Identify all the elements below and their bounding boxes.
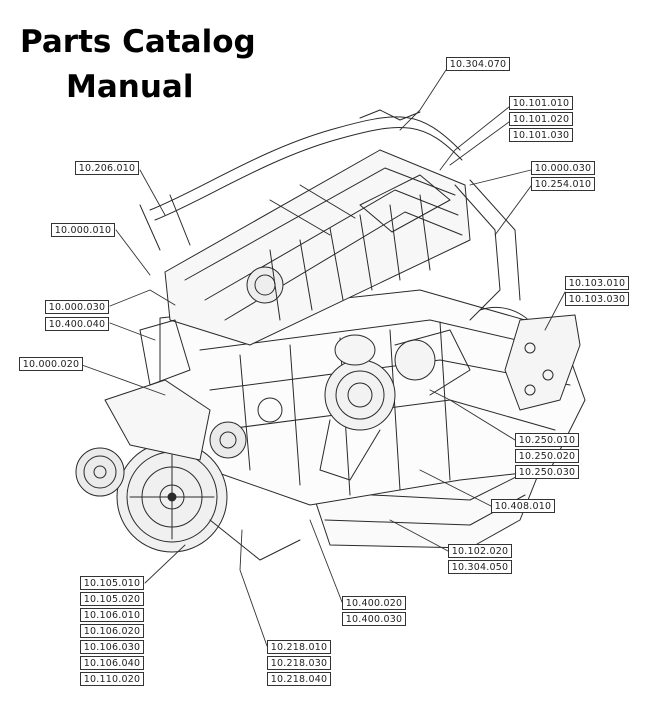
engine-mount bbox=[504, 314, 581, 411]
part-number-label[interactable]: 10.000.030 bbox=[45, 300, 109, 314]
callout-group-206: 10.206.010 bbox=[75, 161, 139, 175]
part-number-label[interactable]: 10.101.010 bbox=[509, 96, 573, 110]
part-number-label[interactable]: 10.106.010 bbox=[80, 608, 144, 622]
part-number-label[interactable]: 10.000.020 bbox=[19, 357, 83, 371]
part-number-label[interactable]: 10.110.020 bbox=[80, 672, 144, 686]
part-number-label[interactable]: 10.103.030 bbox=[565, 292, 629, 306]
part-number-label[interactable]: 10.254.010 bbox=[531, 177, 595, 191]
callout-group-000-020: 10.000.020 bbox=[19, 357, 83, 371]
part-number-label[interactable]: 10.250.030 bbox=[515, 465, 579, 479]
part-number-label[interactable]: 10.000.010 bbox=[51, 223, 115, 237]
part-number-label[interactable]: 10.106.040 bbox=[80, 656, 144, 670]
part-number-label[interactable]: 10.105.020 bbox=[80, 592, 144, 606]
callout-group-000-400: 10.000.030 10.400.040 bbox=[45, 300, 109, 331]
callout-group-408: 10.408.010 bbox=[491, 499, 555, 513]
part-number-label[interactable]: 10.304.070 bbox=[446, 57, 510, 71]
part-number-label[interactable]: 10.218.010 bbox=[267, 640, 331, 654]
turbocharger bbox=[319, 329, 471, 481]
catalog-title-line2: Manual bbox=[66, 69, 194, 105]
part-number-label[interactable]: 10.400.040 bbox=[45, 317, 109, 331]
part-number-label[interactable]: 10.103.010 bbox=[565, 276, 629, 290]
callout-group-000-010: 10.000.010 bbox=[51, 223, 115, 237]
part-number-label[interactable]: 10.400.030 bbox=[342, 612, 406, 626]
wiring-harness bbox=[139, 109, 463, 321]
callout-group-102-304: 10.102.020 10.304.050 bbox=[448, 544, 512, 574]
callout-group-000-254: 10.000.030 10.254.010 bbox=[531, 161, 595, 191]
part-number-label[interactable]: 10.206.010 bbox=[75, 161, 139, 175]
part-number-label[interactable]: 10.218.040 bbox=[267, 672, 331, 686]
part-number-label[interactable]: 10.218.030 bbox=[267, 656, 331, 670]
front-cover bbox=[104, 319, 301, 561]
callout-group-304: 10.304.070 bbox=[446, 57, 510, 71]
part-number-label[interactable]: 10.101.030 bbox=[509, 128, 573, 142]
part-number-label[interactable]: 10.408.010 bbox=[491, 499, 555, 513]
fan-hub bbox=[75, 447, 125, 497]
part-number-label[interactable]: 10.105.010 bbox=[80, 576, 144, 590]
idler-pulley bbox=[209, 397, 283, 459]
callout-group-105-110: 10.105.010 10.105.020 10.106.010 10.106.… bbox=[80, 576, 144, 686]
crank-pulley bbox=[116, 441, 228, 553]
part-number-label[interactable]: 10.250.020 bbox=[515, 449, 579, 463]
part-number-label[interactable]: 10.304.050 bbox=[448, 560, 512, 574]
callout-group-101: 10.101.010 10.101.020 10.101.030 bbox=[509, 96, 573, 142]
part-number-label[interactable]: 10.101.020 bbox=[509, 112, 573, 126]
callout-group-400-02: 10.400.020 10.400.030 bbox=[342, 596, 406, 626]
callout-group-218: 10.218.010 10.218.030 10.218.040 bbox=[267, 640, 331, 686]
part-number-label[interactable]: 10.400.020 bbox=[342, 596, 406, 610]
part-number-label[interactable]: 10.250.010 bbox=[515, 433, 579, 447]
leader-lines bbox=[81, 69, 566, 647]
part-number-label[interactable]: 10.106.030 bbox=[80, 640, 144, 654]
callout-group-250: 10.250.010 10.250.020 10.250.030 bbox=[515, 433, 579, 479]
part-number-label[interactable]: 10.106.020 bbox=[80, 624, 144, 638]
catalog-title-line1: Parts Catalog bbox=[20, 24, 256, 60]
callout-group-103: 10.103.010 10.103.030 bbox=[565, 276, 629, 306]
part-number-label[interactable]: 10.102.020 bbox=[448, 544, 512, 558]
part-number-label[interactable]: 10.000.030 bbox=[531, 161, 595, 175]
